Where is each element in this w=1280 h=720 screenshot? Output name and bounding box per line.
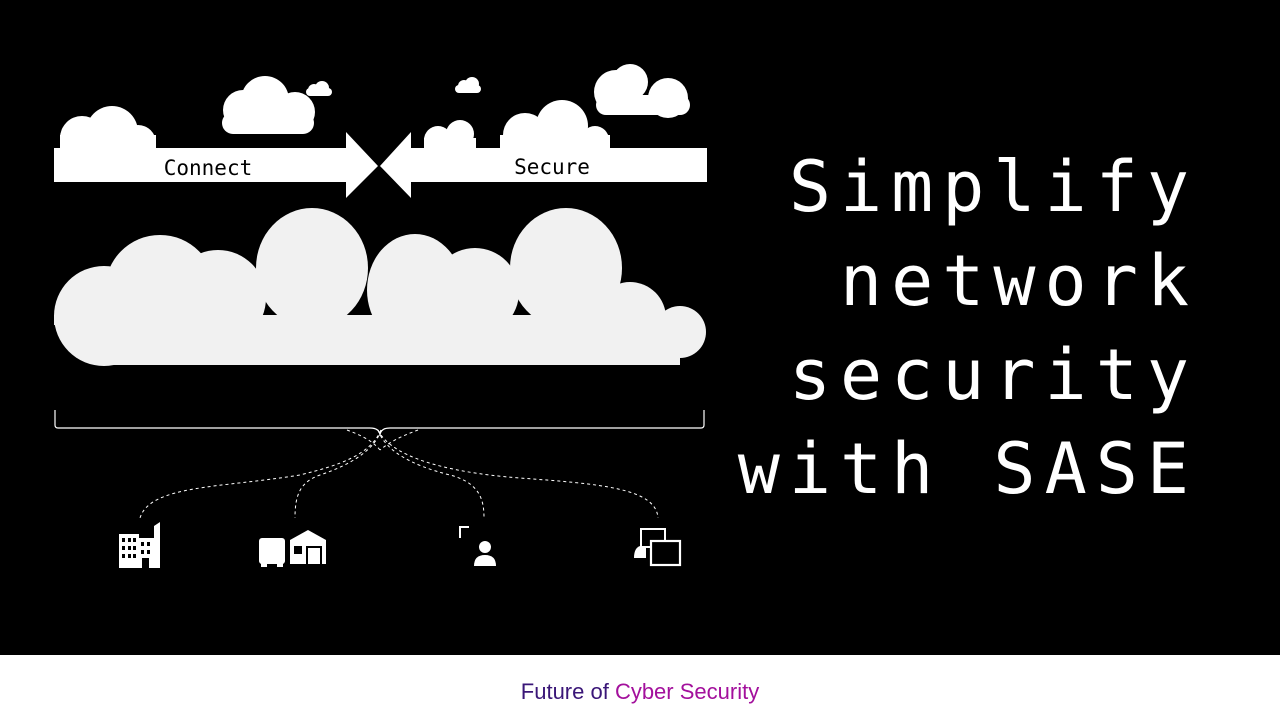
connector-line xyxy=(139,429,382,519)
connect-label: Connect xyxy=(164,156,253,180)
connector-line xyxy=(377,429,485,519)
slide-canvas: Connect Secure xyxy=(54,64,1198,568)
connector-lines xyxy=(139,429,659,519)
connect-arrow xyxy=(54,132,378,198)
sky-clouds xyxy=(60,64,690,161)
secure-label: Secure xyxy=(514,155,590,179)
sase-diagram: Connect Secure xyxy=(54,64,707,568)
cloud-icon xyxy=(222,76,315,134)
footer-bar xyxy=(0,655,1280,720)
headline: Simplify network security with SASE xyxy=(598,140,1198,516)
sase-cloud xyxy=(54,208,706,366)
headline-line: network xyxy=(839,240,1198,322)
connector-line xyxy=(294,429,382,519)
headline-line: security xyxy=(788,334,1198,416)
remote-user-icon xyxy=(459,526,496,566)
cloud-icon xyxy=(594,64,690,118)
footer-caption: Future of Cyber Security xyxy=(0,679,1280,705)
cloud-icon xyxy=(500,100,610,157)
secure-arrow xyxy=(380,132,707,198)
footer-brand: Cyber Security xyxy=(614,679,760,704)
devices-icon xyxy=(634,528,682,567)
headline-line: with SASE xyxy=(737,428,1198,510)
office-building-icon xyxy=(119,522,160,568)
cloud-icon xyxy=(455,77,481,93)
bracket xyxy=(54,410,705,437)
branch-home-icon xyxy=(259,530,326,567)
footer-prefix: Future of xyxy=(520,679,615,704)
cloud-icon xyxy=(306,81,332,96)
connector-line xyxy=(346,429,381,451)
headline-line: Simplify xyxy=(788,146,1198,228)
connector-line xyxy=(377,429,659,519)
